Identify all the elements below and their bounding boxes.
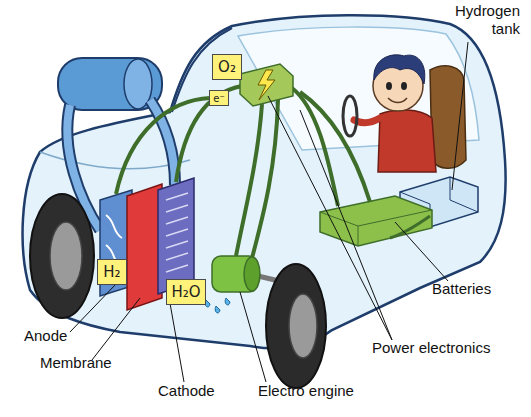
front-right-wheel bbox=[266, 264, 326, 388]
cathode-fins bbox=[166, 193, 188, 272]
formula-text: e⁻ bbox=[213, 93, 224, 104]
electric-wire bbox=[390, 216, 430, 238]
part-label: Electro engine bbox=[258, 382, 398, 400]
motor-end bbox=[244, 257, 260, 291]
car-body bbox=[23, 15, 506, 348]
power-electronics-box bbox=[240, 64, 293, 106]
formula-text: H₂O bbox=[171, 284, 200, 301]
part-label: Power electronics bbox=[372, 339, 527, 357]
formula-box: H₂O bbox=[166, 279, 206, 305]
water-drops bbox=[205, 298, 230, 313]
part-label: Anode bbox=[24, 327, 104, 345]
driver-eye bbox=[401, 82, 407, 90]
wheel-hub bbox=[289, 294, 317, 358]
driver-hair bbox=[374, 55, 425, 84]
formula-text: O₂ bbox=[218, 59, 236, 76]
formula-box: H₂ bbox=[97, 259, 127, 285]
leader-line bbox=[395, 222, 448, 281]
driver-body bbox=[378, 110, 436, 172]
part-label: Membrane bbox=[40, 354, 140, 372]
formula-box: e⁻ bbox=[209, 90, 229, 106]
electric-wire bbox=[176, 86, 242, 182]
seat bbox=[430, 66, 466, 168]
part-label: Cathode bbox=[158, 382, 248, 400]
battery-edge bbox=[320, 210, 432, 246]
leader-line bbox=[168, 292, 184, 382]
electric-wire bbox=[300, 92, 370, 202]
formula-text: H₂ bbox=[103, 264, 120, 281]
formula-box: O₂ bbox=[212, 54, 242, 80]
electric-wire bbox=[252, 100, 278, 258]
wheel-hub bbox=[50, 222, 82, 290]
lightning-symbol bbox=[258, 70, 275, 100]
part-label: Batteries bbox=[432, 280, 527, 298]
membrane-plate bbox=[127, 184, 162, 310]
cathode-plate bbox=[158, 178, 194, 294]
leader-line bbox=[268, 96, 392, 340]
oxygen-tank bbox=[58, 58, 162, 110]
front-left-wheel bbox=[30, 194, 94, 318]
electric-wire bbox=[116, 98, 210, 194]
driver-smile bbox=[388, 98, 407, 103]
leader-line bbox=[240, 292, 266, 382]
driver-eye bbox=[386, 82, 392, 90]
leader-line bbox=[300, 110, 392, 340]
leader-line bbox=[452, 42, 468, 190]
leader-line bbox=[70, 284, 116, 332]
part-label: Hydrogen tank bbox=[432, 2, 520, 38]
leader-line bbox=[92, 298, 140, 360]
steering-wheel bbox=[343, 96, 357, 136]
